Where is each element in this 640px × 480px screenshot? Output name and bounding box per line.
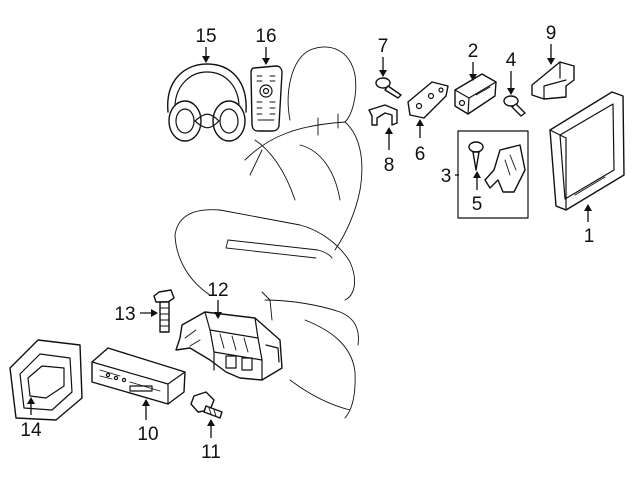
bolt-part-13 — [153, 289, 175, 333]
callout-11: 11 — [201, 442, 221, 463]
callout-9: 9 — [546, 23, 557, 44]
bezel-part-14 — [9, 339, 83, 421]
console-outline — [174, 209, 359, 419]
callout-14: 14 — [20, 420, 42, 441]
dvd-player-part-10 — [91, 347, 186, 405]
callout-7: 7 — [378, 36, 389, 57]
callout-2: 2 — [468, 41, 479, 62]
callout-12: 12 — [207, 280, 228, 301]
callout-16: 16 — [255, 26, 276, 47]
callout-10: 10 — [137, 424, 158, 445]
bracket-part-6 — [407, 81, 449, 119]
callout-15: 15 — [195, 26, 216, 47]
screw-part-4 — [503, 95, 526, 117]
callout-3: 3 — [441, 166, 452, 187]
remote-control-part — [250, 65, 283, 132]
callout-5: 5 — [472, 194, 483, 215]
clip-part-8 — [368, 104, 398, 126]
callout-4: 4 — [506, 50, 517, 71]
bracket-part-5 — [484, 144, 526, 193]
callout-labels: 15 16 7 2 4 9 8 6 3 5 1 12 13 14 10 11 — [20, 23, 594, 463]
screw-part-7 — [375, 77, 402, 99]
mounting-bracket-part-12 — [175, 311, 283, 381]
control-module-part-2 — [454, 73, 497, 115]
callout-8: 8 — [384, 155, 395, 176]
inset-box — [457, 130, 529, 219]
bolt-part-11 — [190, 391, 223, 419]
callout-13: 13 — [114, 304, 135, 325]
bracket-part-9 — [531, 61, 575, 100]
seat-outline — [244, 46, 363, 251]
callout-1: 1 — [584, 226, 595, 247]
headphones-part — [167, 63, 247, 142]
leaders — [27, 44, 592, 438]
callout-6: 6 — [415, 144, 426, 165]
screw-part-3 — [468, 141, 484, 153]
display-monitor-part-1 — [549, 91, 625, 211]
